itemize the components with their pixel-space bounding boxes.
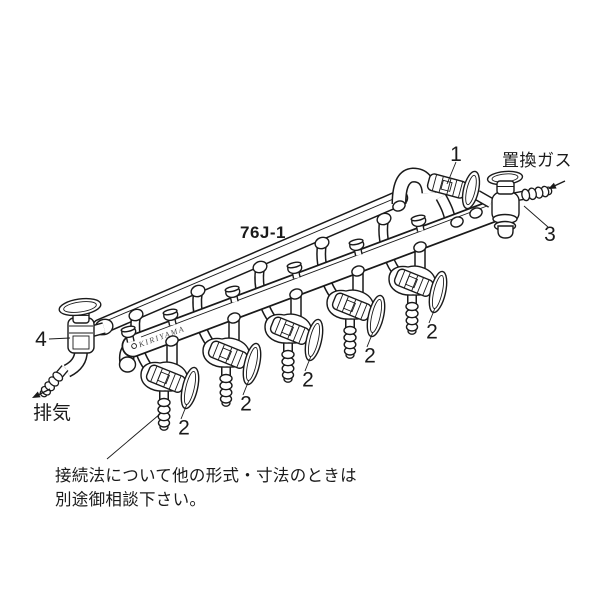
port-stopcock-2 <box>203 338 264 406</box>
callout-2c: 2 <box>302 369 314 392</box>
replacement-gas-label: 置換ガス <box>502 151 572 170</box>
callout-2d: 2 <box>364 345 376 368</box>
model-label: 76J-1 <box>240 223 286 242</box>
note-line-2: 別途御相談下さい。 <box>55 490 206 509</box>
note-line-1: 接続法について他の形式・寸法のときは <box>55 466 357 485</box>
gas-inlet-arrow <box>548 180 566 189</box>
callout-1: 1 <box>450 143 462 166</box>
port-stopcock-4 <box>327 290 388 358</box>
gas-inlet-valve <box>486 170 553 239</box>
port-stopcock-5 <box>389 266 450 334</box>
callout-4: 4 <box>35 328 47 351</box>
port-stopcock-1 <box>141 362 202 430</box>
u-bend <box>390 167 437 214</box>
leader-lines <box>48 161 549 460</box>
callout-2e: 2 <box>426 321 438 344</box>
callout-2a: 2 <box>178 417 190 440</box>
rear-manifold-tube <box>91 189 409 336</box>
exhaust-arrow <box>32 388 51 398</box>
callout-2b: 2 <box>240 393 252 416</box>
exhaust-stopcock <box>38 297 114 399</box>
top-stopcock <box>426 170 494 210</box>
exhaust-label: 排気 <box>33 402 71 424</box>
front-manifold-tube: KIRIYAMA <box>118 198 508 373</box>
port-stopcock-3 <box>265 314 326 382</box>
callout-3: 3 <box>544 223 556 246</box>
